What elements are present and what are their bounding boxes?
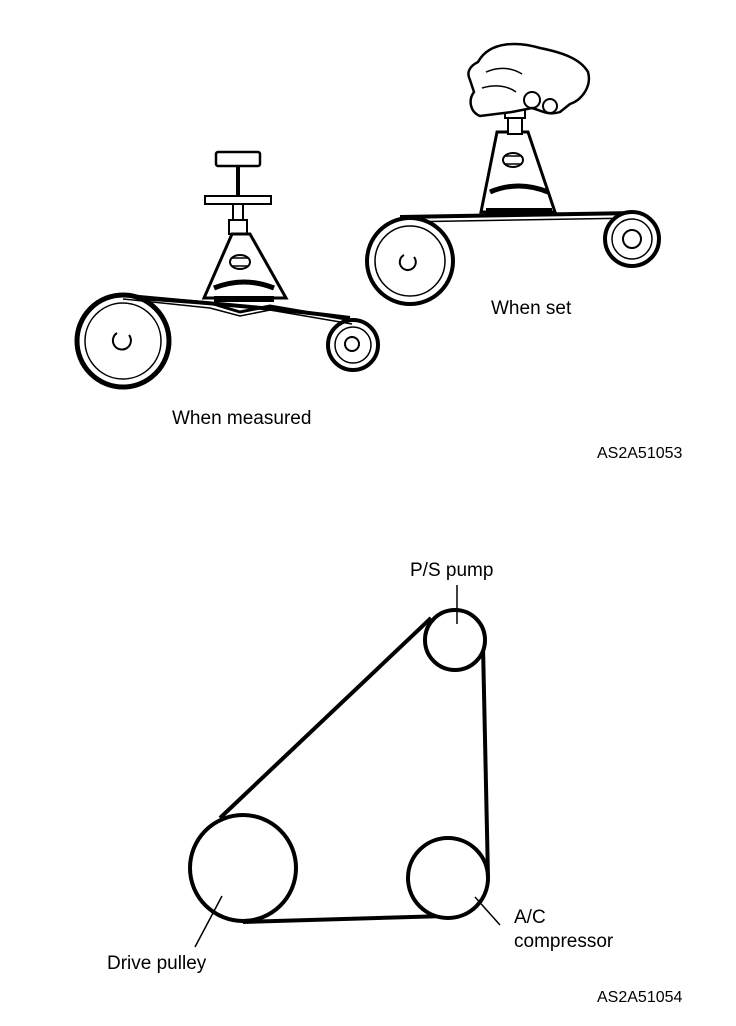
small-pulley-right	[326, 318, 380, 372]
ps-pump-pulley	[423, 608, 487, 672]
figure-code-bottom: AS2A51054	[597, 989, 683, 1006]
drive-pulley	[188, 813, 298, 923]
gauge-body-measured	[201, 150, 289, 302]
small-pulley-set	[603, 210, 661, 268]
tension-gauge-set	[365, 42, 661, 306]
leader-ac-compressor	[474, 896, 501, 926]
large-pulley-left	[74, 292, 172, 390]
leader-drive-pulley	[194, 895, 223, 948]
label-ps-pump: P/S pump	[410, 560, 493, 581]
ac-compressor-pulley	[406, 836, 490, 920]
hand-icon	[467, 42, 591, 118]
label-ac-compressor-line1: A/C	[514, 907, 546, 928]
large-pulley-set	[365, 216, 455, 306]
label-ac-compressor-line2: compressor	[514, 931, 614, 952]
tension-gauge-measured	[74, 150, 380, 390]
tension-gauge-figure: When measured When set AS2A51053	[74, 42, 683, 462]
label-when-measured: When measured	[172, 408, 311, 429]
label-when-set: When set	[491, 298, 572, 319]
drive-belt	[218, 616, 490, 924]
belt-routing-figure: P/S pump A/C compressor Drive pulley AS2…	[107, 560, 683, 1006]
figure-code-top: AS2A51053	[597, 445, 683, 462]
label-drive-pulley: Drive pulley	[107, 953, 207, 974]
